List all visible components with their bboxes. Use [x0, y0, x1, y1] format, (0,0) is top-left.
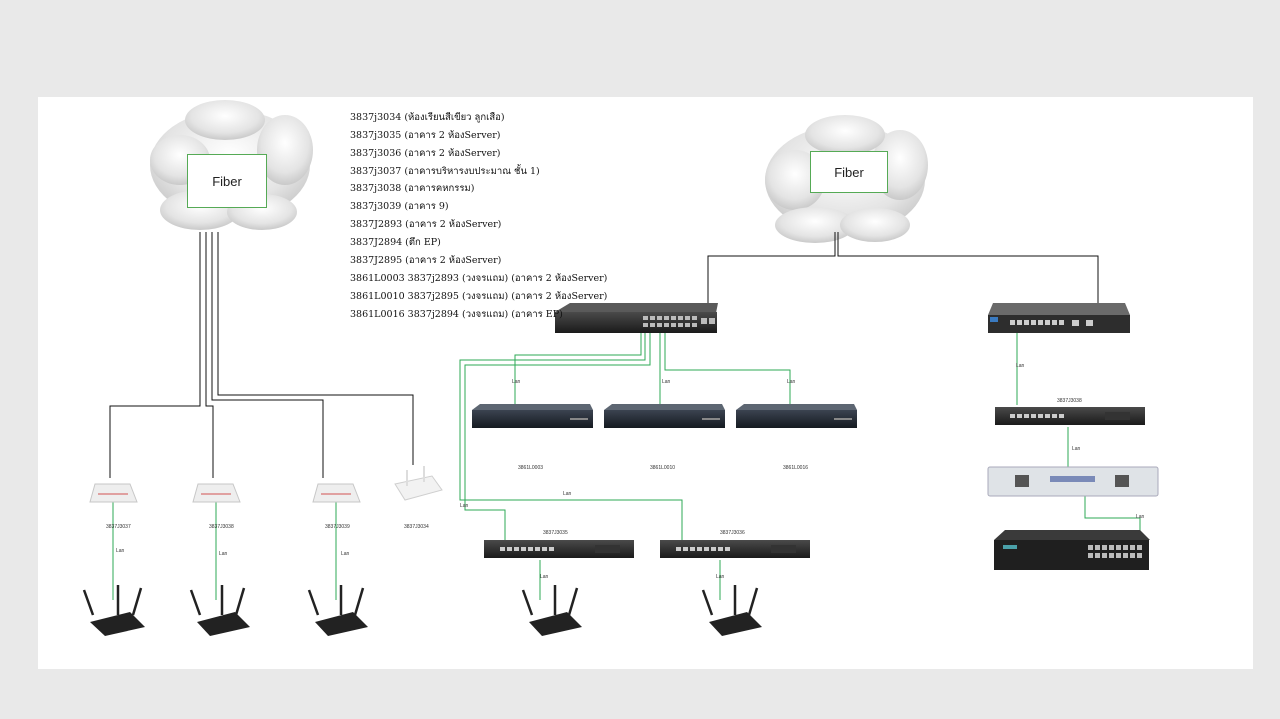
rack-switch-label-1: 3837J3035	[543, 530, 568, 536]
legend-line-4: 3837j3037 (อาคารบริหารงบประมาณ ชั้น 1)	[350, 166, 540, 177]
lan-label-2: Lan	[219, 551, 228, 557]
wifi-router-2	[189, 585, 250, 636]
ont-label-2: 3837J3038	[209, 524, 234, 530]
router-device-3	[736, 404, 857, 428]
lan-label-13: Lan	[1136, 514, 1145, 520]
fiber-box-left: Fiber	[187, 154, 267, 208]
lan-label-3: Lan	[341, 551, 350, 557]
ont-device-4	[394, 466, 443, 501]
rack-switch-2	[660, 540, 810, 558]
router-device-2	[604, 404, 725, 428]
rack-switch-3	[995, 407, 1145, 425]
ont-device-2	[192, 483, 241, 503]
router-device-1	[472, 404, 593, 428]
lan-label-6: Lan	[787, 379, 796, 385]
lan-label-12: Lan	[1072, 446, 1081, 452]
fiber-lines-left	[109, 232, 414, 478]
tplink-switch	[994, 530, 1150, 570]
legend-line-1: 3837j3034 (ห้องเรียนสีเขียว ลูกเสือ)	[350, 112, 505, 123]
lan-label-9: Lan	[540, 574, 549, 580]
fiber-box-right: Fiber	[810, 151, 888, 193]
legend-line-2: 3837j3035 (อาคาร 2 ห้องServer)	[350, 130, 501, 141]
lan-label-1: Lan	[116, 548, 125, 554]
fiber-lines-right	[707, 232, 1099, 322]
wifi-router-1	[82, 585, 145, 636]
lan-label-7: Lan	[563, 491, 572, 497]
fiber-label-left: Fiber	[212, 173, 242, 189]
rack-switch-1	[484, 540, 634, 558]
media-converter-chassis	[987, 466, 1159, 497]
router-label-1: 3861L0003	[518, 465, 543, 471]
legend-line-6: 3837j3039 (อาคาร 9)	[350, 201, 449, 212]
lan-lines	[112, 333, 1141, 600]
wifi-router-4	[521, 585, 582, 636]
ont-label-3: 3837J3039	[325, 524, 350, 530]
wifi-router-3	[307, 585, 368, 636]
lan-label-5: Lan	[662, 379, 671, 385]
legend-line-7: 3837J2893 (อาคาร 2 ห้องServer)	[350, 219, 502, 230]
rack-switch-label-2: 3837J3036	[720, 530, 745, 536]
lan-label-8: Lan	[460, 503, 469, 509]
ont-label-1: 3837J3037	[106, 524, 131, 530]
fiber-label-right: Fiber	[834, 164, 864, 180]
rack-switch-label-3: 3837J3038	[1057, 398, 1082, 404]
ont-device-3	[312, 483, 361, 503]
legend-line-3: 3837j3036 (อาคาร 2 ห้องServer)	[350, 148, 501, 159]
router-label-3: 3861L0016	[783, 465, 808, 471]
core-switch	[555, 303, 718, 333]
wifi-router-5	[701, 585, 762, 636]
lan-label-10: Lan	[716, 574, 725, 580]
legend-line-5: 3837j3038 (อาคารคหกรรม)	[350, 183, 475, 194]
lan-label-4: Lan	[512, 379, 521, 385]
lan-label-11: Lan	[1016, 363, 1025, 369]
legend-line-8: 3837J2894 (ตึก EP)	[350, 237, 441, 248]
legend-line-11: 3861L0010 3837j2895 (วงจรแถม) (อาคาร 2 ห…	[350, 291, 608, 302]
legend-line-9: 3837J2895 (อาคาร 2 ห้องServer)	[350, 255, 502, 266]
legend-line-10: 3861L0003 3837j2893 (วงจรแถม) (อาคาร 2 ห…	[350, 273, 608, 284]
ont-label-4: 3837J3034	[404, 524, 429, 530]
right-edge-switch	[988, 303, 1130, 333]
legend-line-12: 3861L0016 3837j2894 (วงจรแถม) (อาคาร EP)	[350, 309, 563, 320]
ont-device-1	[89, 483, 138, 503]
router-label-2: 3861L0010	[650, 465, 675, 471]
